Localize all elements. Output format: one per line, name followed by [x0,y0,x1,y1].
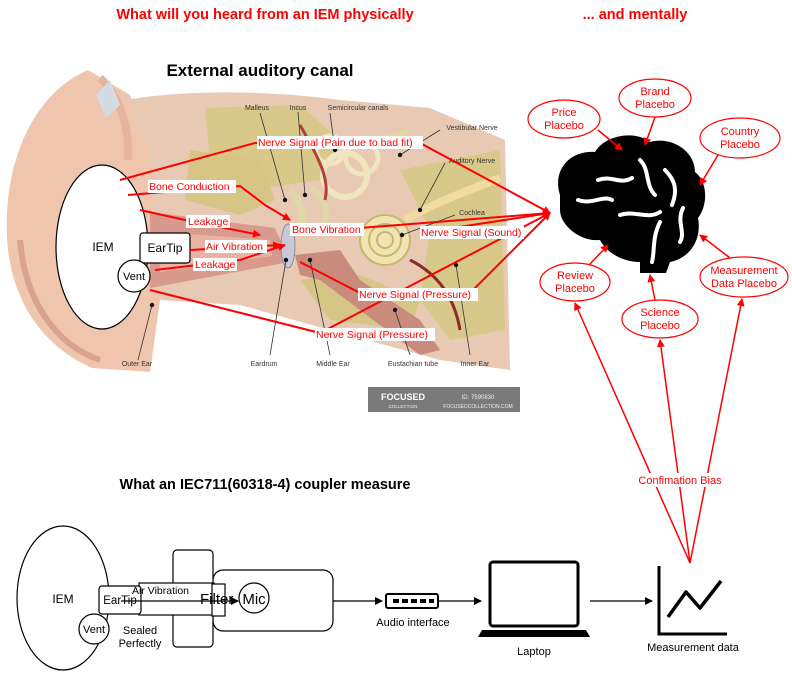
nerve-pressure-label-2: Nerve Signal (Pressure) [316,329,428,341]
watermark-brand: FOCUSED [381,392,426,402]
eartip-label-top: EarTip [148,241,183,255]
price-placebo: Price Placebo [527,99,601,139]
science-placebo: Science Placebo [621,299,699,339]
iem-label-bottom: IEM [52,592,73,606]
confirmation-bias-label: Confimation Bias [638,475,722,487]
measurement-data-label: Measurement data [647,642,740,654]
country-placebo-line1: Country [721,126,760,138]
placebo-arrows [574,116,745,564]
label-incus: Incus [290,105,307,112]
label-semicircular: Semicircular canals [328,105,389,112]
eartip-shape-bottom [98,585,142,615]
line-chart-icon [657,566,727,636]
laptop-label: Laptop [517,646,551,658]
science-placebo-line1: Science [640,307,679,319]
brand-placebo-line2: Placebo [635,99,675,111]
brand-placebo-line1: Brand [640,86,669,98]
bone-vibration-label: Bone Vibration [292,224,361,236]
sealed-line2: Perfectly [119,638,162,650]
label-eustachian: Eustachian tube [388,361,438,368]
eartip-shape-top [139,232,191,264]
price-placebo-line1: Price [551,107,576,119]
nerve-pain-label: Nerve Signal (Pain due to bad fit) [258,137,413,149]
watermark-brand-sub: COLLECTION [389,404,418,409]
label-outer-ear: Outer Ear [122,361,153,368]
placebo-bubbles: Price Placebo Brand Placebo Country Plac… [527,78,789,339]
leakage-label-2: Leakage [195,259,235,271]
label-malleus: Malleus [245,105,270,112]
label-eardrum: Eardrum [251,361,278,368]
watermark: FOCUSED COLLECTION ID: 7590830 FOCUSEDCO… [368,387,520,412]
heading-mental: ... and mentally [583,7,688,23]
air-vibration-label-bottom: Air Vibration [132,585,189,597]
mic-label: Mic [242,591,266,608]
sealed-line1: Sealed [123,625,157,637]
heading-coupler: What an IEC711(60318-4) coupler measure [120,477,411,493]
watermark-id: ID: 7590830 [462,395,495,401]
country-placebo-line2: Placebo [720,139,760,151]
nerve-sound-label: Nerve Signal (Sound) [421,227,521,239]
heading-physical: What will you heard from an IEM physical… [116,7,413,23]
label-vestibular: Vestibular Nerve [446,125,497,132]
review-placebo-line1: Review [557,270,593,282]
label-auditory: Auditory Nerve [449,158,495,165]
vent-shape-bottom [78,613,110,645]
vent-shape-top [117,259,151,293]
vent-label-bottom: Vent [83,624,105,636]
audio-interface-label: Audio interface [376,617,449,629]
price-placebo-line2: Placebo [544,120,584,132]
filter-label: Filter [200,591,233,608]
science-placebo-line2: Placebo [640,320,680,332]
leakage-label-1: Leakage [188,216,228,228]
watermark-site: FOCUSEDCOLLECTION.COM [443,404,512,410]
measurement-placebo: Measurement Data Placebo [699,256,789,298]
measurement-placebo-line2: Data Placebo [711,278,777,290]
review-placebo-line2: Placebo [555,283,595,295]
brain-icon [558,135,706,273]
iem-label-top: IEM [92,240,113,254]
label-middle-ear: Middle Ear [316,361,350,368]
air-vibration-label: Air Vibration [206,241,263,253]
country-placebo: Country Placebo [699,117,781,159]
confirmation-label-bg [633,473,727,487]
vent-label-top: Vent [123,271,145,283]
heading-canal: External auditory canal [166,61,353,80]
laptop-icon [478,560,590,637]
eartip-label-bottom: EarTip [103,595,136,607]
label-cochlea: Cochlea [459,210,485,217]
bone-conduction-label: Bone Conduction [149,181,230,193]
signal-labels: Nerve Signal (Pain due to bad fit) Bone … [148,136,524,341]
label-inner-ear: Inner Ear [461,361,490,368]
nerve-pressure-label-1: Nerve Signal (Pressure) [359,289,471,301]
audio-interface-icon [385,593,439,609]
review-placebo: Review Placebo [539,262,611,302]
measurement-placebo-line1: Measurement [710,265,777,277]
mic-shape [238,582,270,614]
brand-placebo: Brand Placebo [618,78,692,118]
filter-shape [211,583,226,617]
